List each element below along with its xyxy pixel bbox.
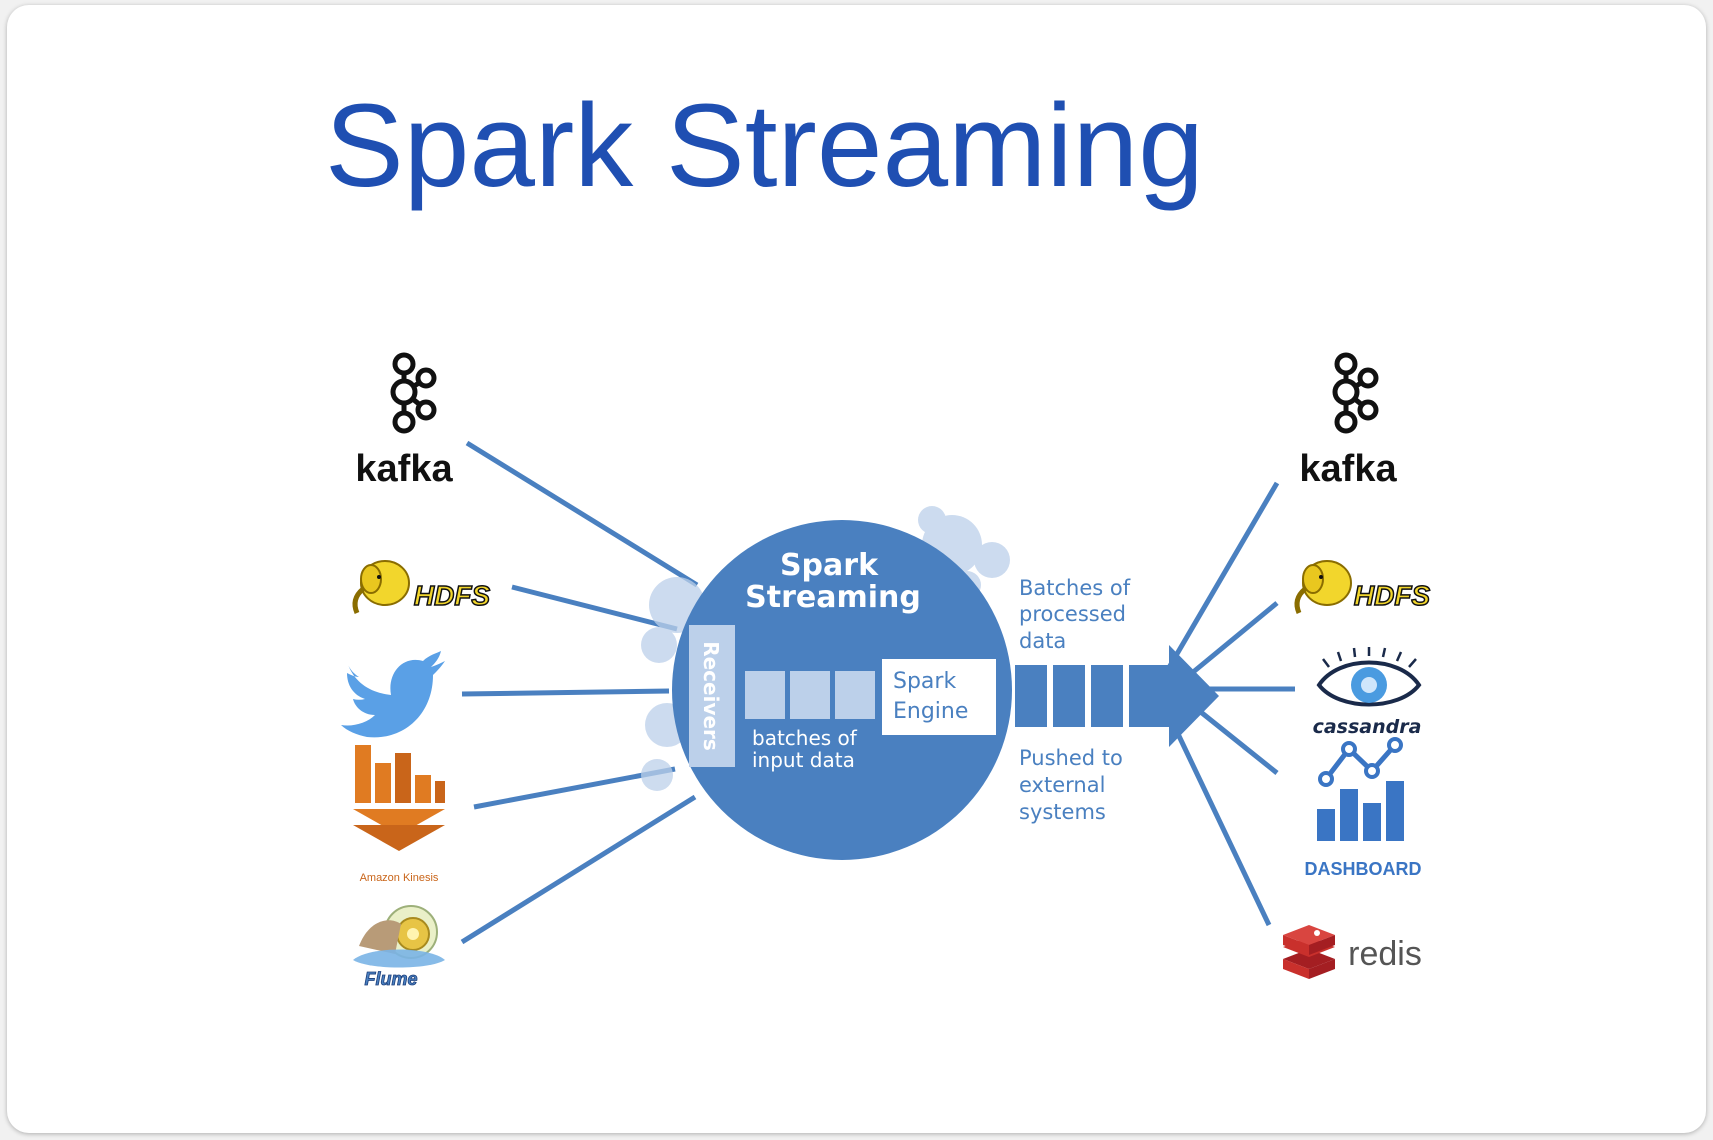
output-batch-2 (1053, 665, 1085, 727)
sink-connectors (1164, 481, 1295, 927)
sink-hdfs-label: HDFS (1354, 580, 1431, 611)
connector-out-redis (1166, 713, 1272, 927)
output-top-line2: processed (1019, 602, 1126, 626)
sink-cassandra-label: cassandra (1313, 716, 1422, 738)
circle-title-line2: Streaming (745, 580, 921, 615)
input-batch-3 (835, 671, 875, 719)
output-bottom-label: Pushed to external systems (1019, 746, 1123, 824)
receivers-label: Receivers (699, 641, 723, 751)
connector-out-hdfs (1190, 601, 1279, 675)
flume-icon (353, 905, 445, 968)
batches-input-line1: batches of (752, 726, 858, 750)
source-kinesis-label: Amazon Kinesis (360, 872, 439, 884)
connector-flume (460, 794, 697, 945)
output-arrow-shaft (1129, 665, 1171, 727)
output-arrow-head (1169, 645, 1219, 747)
kafka-icon (390, 352, 437, 434)
spark-engine-line2: Engine (893, 699, 968, 724)
cassandra-eye-icon (1316, 647, 1422, 707)
output-top-line1: Batches of (1019, 576, 1131, 600)
connector-twitter (461, 688, 670, 697)
connector-out-kafka (1164, 481, 1280, 673)
output-bottom-line2: external (1019, 773, 1105, 797)
redis-icon (1283, 925, 1335, 979)
hdfs-elephant-icon (1294, 560, 1352, 614)
source-kafka-label: kafka (355, 448, 453, 490)
output-top-label: Batches of processed data (1019, 576, 1131, 653)
source-hdfs-label: HDFS (414, 580, 491, 611)
twitter-bird-icon (341, 651, 445, 738)
kinesis-icon (353, 745, 445, 851)
spark-streaming-diagram: Spark Streaming Receivers batches of inp… (341, 352, 1431, 989)
hdfs-elephant-icon (352, 560, 410, 614)
output-top-line3: data (1019, 629, 1066, 653)
connector-out-dashboard (1190, 703, 1279, 775)
circle-title-line1: Spark (780, 548, 879, 583)
source-flume-label: Flume (364, 969, 417, 989)
connector-kafka (465, 440, 699, 588)
slide-title: Spark Streaming (325, 80, 1204, 212)
output-batch-1 (1015, 665, 1047, 727)
kafka-icon (1332, 352, 1379, 434)
input-batch-2 (790, 671, 830, 719)
receivers-bar (689, 625, 735, 767)
connector-hdfs (511, 584, 678, 632)
input-batches (745, 671, 875, 719)
output-bottom-line3: systems (1019, 800, 1106, 824)
spark-engine-box (882, 659, 996, 735)
output-batches (1015, 645, 1219, 747)
sink-kafka-label: kafka (1299, 448, 1397, 490)
sink-dashboard-label: DASHBOARD (1305, 859, 1422, 879)
output-bottom-line1: Pushed to (1019, 746, 1123, 770)
batches-input-line2: input data (752, 748, 855, 772)
dashboard-chart-icon (1317, 737, 1404, 841)
input-batch-1 (745, 671, 785, 719)
spark-engine-line1: Spark (893, 669, 956, 694)
slide: Spark Streaming (7, 5, 1706, 1133)
source-connectors (460, 440, 699, 945)
sink-redis-label: redis (1348, 935, 1422, 973)
output-batch-3 (1091, 665, 1123, 727)
